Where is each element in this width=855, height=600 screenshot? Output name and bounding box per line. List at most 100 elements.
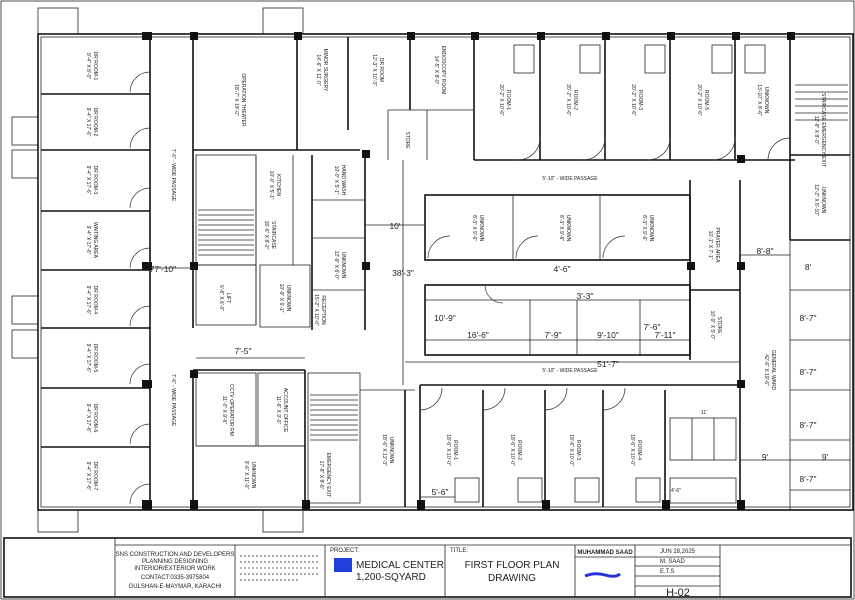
svg-text:STAIRCASE EMERGENCY EXIT: STAIRCASE EMERGENCY EXIT: [820, 93, 826, 167]
svg-text:LIFT: LIFT: [225, 293, 231, 303]
svg-text:UNKNOWN: UNKNOWN: [648, 215, 654, 242]
svg-text:CCTV OPERATOR RM: CCTV OPERATOR RM: [228, 384, 234, 436]
dim-8-7a: 8'-7": [800, 313, 817, 323]
title-line-2: DRAWING: [488, 573, 536, 584]
svg-text:DR ROOM-1: DR ROOM-1: [92, 52, 98, 81]
svg-text:UNKNOWN: UNKNOWN: [763, 87, 769, 114]
svg-text:9'-6" X 11'-0": 9'-6" X 11'-0": [243, 461, 249, 490]
room-labels: DR ROOM-1 9'-4" X 8'-0" DR ROOM-2 9'-4" …: [85, 46, 826, 498]
drawn-by: MUHAMMAD SAAD: [577, 550, 633, 556]
passage-left-bottom: 7'-6" - WIDE PASSAGE: [170, 374, 176, 427]
svg-text:DR ROOM-5: DR ROOM-5: [92, 344, 98, 373]
room-label-dr2: DR ROOM-2 9'-4" X 17'-6": [85, 108, 98, 137]
svg-text:12'-8" X 8'-0": 12'-8" X 8'-0": [813, 116, 819, 145]
company-info: SNS CONSTRUCTION AND DEVELOPERS PLANNING…: [116, 552, 235, 590]
svg-text:9'-4" X 8'-0": 9'-4" X 8'-0": [85, 53, 91, 79]
svg-text:15'-6" X 8'-2": 15'-6" X 8'-2": [263, 221, 269, 250]
room-label-room3b: ROOM-3 18'-6" X 10'-0": [568, 434, 581, 466]
svg-text:KITCHEN: KITCHEN: [275, 174, 281, 196]
room-label-dr6: DR ROOM-6 9'-4" X 17'-6": [85, 404, 98, 433]
dim-8: 8': [805, 262, 812, 272]
room-label-dr7: DR ROOM-7 9'-4" X 17'-6": [85, 462, 98, 491]
left-wing: [41, 37, 151, 507]
room-label-dr5: DR ROOM-5 9'-4" X 17'-6": [85, 344, 98, 373]
svg-text:MINOR SURGERY: MINOR SURGERY: [322, 49, 328, 92]
passage-bottom: 5'-10" - WIDE PASSAGE: [542, 368, 598, 374]
svg-text:STAIRCASE: STAIRCASE: [270, 221, 276, 250]
room-label-room3t: ROOM-3 20'-2" X 10'-6": [630, 84, 643, 116]
room-label-unk-bc: UNKNOWN 18'-6" X 12'-3": [381, 434, 394, 466]
svg-text:ROOM-5: ROOM-5: [703, 90, 709, 110]
sheet-number: H-02: [666, 587, 690, 599]
svg-text:GENERAL WARD: GENERAL WARD: [770, 350, 776, 391]
svg-text:STORE: STORE: [404, 131, 410, 149]
svg-text:9'-4" X 17'-6": 9'-4" X 17'-6": [85, 462, 91, 491]
dimension-labels: 77'-10" 10' 38'-3" 7'-5" 4'-6" 3'-3" 10'…: [150, 221, 829, 497]
room-label-unk-c: UNKNOWN 10'-9" X 6'-1": [278, 284, 291, 313]
svg-text:18'-6" X 10'-0": 18'-6" X 10'-0": [509, 434, 515, 466]
signature-icon: [584, 572, 621, 578]
room-label-room2b: ROOM-2 18'-6" X 10'-0": [509, 434, 522, 466]
outer-walls: [37, 33, 854, 511]
svg-text:HAND WASH: HAND WASH: [340, 165, 346, 196]
room-label-general: GENERAL WARD 42'-6" X 19'-6": [763, 350, 776, 391]
room-label-kitchen: KITCHEN 10'-0" X 5'-1": [268, 171, 281, 200]
project-info: PROJECT: MEDICAL CENTER 1,200-SQYARD: [330, 548, 444, 583]
room-label-unk-tr: UNKNOWN 13'-10" X 8'-6": [756, 84, 769, 116]
room-label-handwash: HAND WASH 10'-0" X 5'-1": [333, 165, 346, 196]
window-projections: [11, 7, 304, 533]
dimension-lines: [150, 160, 850, 498]
svg-text:DR ROOM-6: DR ROOM-6: [92, 404, 98, 433]
room-label-unk-i1: UNKNOWN 8'-3" X 9'-6": [471, 215, 484, 242]
room-label-unk-i3: UNKNOWN 8'-3" X 9'-6": [641, 215, 654, 242]
room-label-dr4: DR ROOM-4 9'-4" X 17'-6": [85, 286, 98, 315]
svg-text:14'-6" X 11'-0": 14'-6" X 11'-0": [315, 54, 321, 85]
svg-text:PRAYER AREA: PRAYER AREA: [714, 228, 720, 264]
date: JUN 28,2025: [660, 549, 696, 555]
svg-text:UNKNOWN: UNKNOWN: [820, 187, 826, 214]
top-rooms-walls: [474, 37, 850, 241]
structural-columns: [142, 32, 795, 510]
dim-9a: 9': [762, 452, 769, 462]
svg-text:STORE: STORE: [716, 316, 722, 334]
dim-38-3: 38'-3": [392, 268, 414, 278]
svg-text:OPERATION THEATER: OPERATION THEATER: [240, 73, 246, 127]
company-line-3: INTERIOR/EXTERIOR WORK: [134, 566, 215, 572]
room-label-room1b: ROOM-1 18'-6" X 10'-0": [445, 434, 458, 466]
svg-text:18'-7" X 18'-0": 18'-7" X 18'-0": [233, 84, 239, 116]
emergency-stair-treads: [310, 394, 358, 441]
svg-text:10'-1" X 7'-1": 10'-1" X 7'-1": [707, 231, 713, 260]
title-block: [3, 537, 852, 598]
room-label-room4b: ROOM-4 18'-6" X 10'-0": [629, 434, 642, 466]
svg-text:DR ROOM-2: DR ROOM-2: [92, 108, 98, 137]
svg-text:ROOM-3: ROOM-3: [575, 440, 581, 460]
svg-text:9'-4" X 17'-6": 9'-4" X 17'-6": [85, 226, 91, 255]
dim-4-6: 4'-6": [554, 264, 571, 274]
room-label-emerg: EMERGENCY EXIT 17'-8" X 8'-6": [318, 453, 331, 498]
dim-5-6: 5'-6": [432, 487, 449, 497]
svg-text:6'-8" X 6'-0": 6'-8" X 6'-0": [218, 285, 224, 311]
dim-51-7: 51'-7": [597, 359, 619, 369]
title-line-1: FIRST FLOOR PLAN: [465, 560, 560, 571]
dim-10-9: 10'-9": [434, 313, 456, 323]
svg-text:20'-2" X 10'-6": 20'-2" X 10'-6": [630, 84, 636, 116]
passage-labels: 7'-6" - WIDE PASSAGE 7'-6" - WIDE PASSAG…: [170, 149, 598, 427]
dim-9b: 9': [822, 452, 829, 462]
svg-text:20'-2" X 10'-6": 20'-2" X 10'-6": [696, 84, 702, 116]
room-label-endo: ENDOSCOPY ROOM 14'-5" X 8'-0": [433, 46, 446, 95]
room-label-lift: LIFT 6'-8" X 6'-0": [218, 285, 231, 311]
svg-text:DR ROOM-3: DR ROOM-3: [92, 166, 98, 195]
room-label-minor: MINOR SURGERY 14'-6" X 11'-0": [315, 49, 328, 92]
room-label-dr3: DR ROOM-3 9'-4" X 17'-6": [85, 166, 98, 195]
svg-text:9'-4" X 17'-6": 9'-4" X 17'-6": [85, 344, 91, 373]
passage-top: 5'-10" - WIDE PASSAGE: [542, 176, 598, 182]
svg-text:12'-3" X 10'-3": 12'-3" X 10'-3": [371, 54, 377, 86]
svg-text:17'-8" X 8'-6": 17'-8" X 8'-6": [318, 461, 324, 490]
bottom-rooms-walls: [419, 384, 740, 507]
svg-text:12'-2" X 8'-10": 12'-2" X 8'-10": [813, 184, 819, 216]
svg-text:20'-2" X 10'-6": 20'-2" X 10'-6": [498, 84, 504, 116]
company-line-5: GULSHAN-E-MAYMAR, KARACHI: [129, 584, 222, 590]
svg-text:WAITING AREA: WAITING AREA: [92, 222, 98, 259]
